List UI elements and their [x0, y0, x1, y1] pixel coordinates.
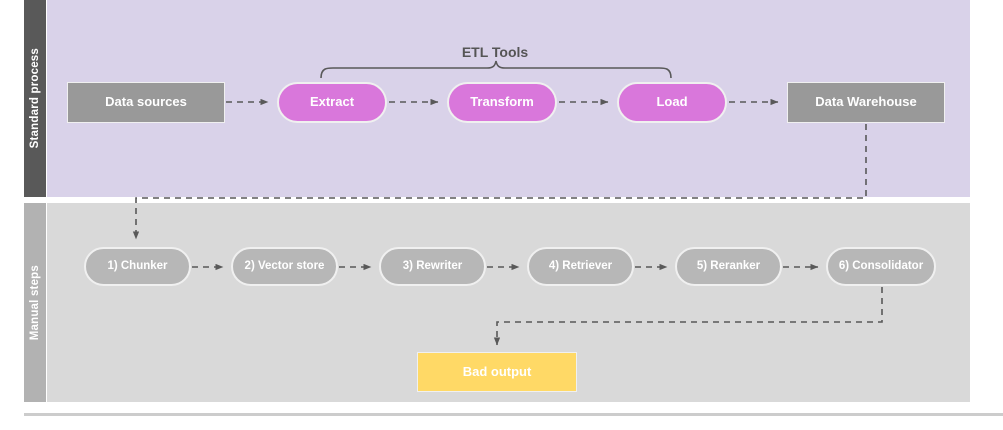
- node-load[interactable]: Load: [617, 82, 727, 123]
- lane-label-manual-steps: Manual steps: [24, 203, 46, 402]
- node-transform[interactable]: Transform: [447, 82, 557, 123]
- node-bad-output[interactable]: Bad output: [417, 352, 577, 392]
- node-consolidator[interactable]: 6) Consolidator: [826, 247, 936, 286]
- node-extract[interactable]: Extract: [277, 82, 387, 123]
- node-chunker[interactable]: 1) Chunker: [84, 247, 191, 286]
- lane-label-manual-steps-text: Manual steps: [29, 264, 41, 341]
- node-vector-store[interactable]: 2) Vector store: [231, 247, 338, 286]
- lane-label-standard-process-text: Standard process: [29, 48, 41, 149]
- node-retriever[interactable]: 4) Retriever: [527, 247, 634, 286]
- bottom-divider: [24, 413, 1003, 416]
- etl-tools-label: ETL Tools: [461, 44, 529, 60]
- node-data-warehouse[interactable]: Data Warehouse: [787, 82, 945, 123]
- node-data-sources[interactable]: Data sources: [67, 82, 225, 123]
- lane-label-standard-process: Standard process: [24, 0, 46, 197]
- node-rewriter[interactable]: 3) Rewriter: [379, 247, 486, 286]
- node-reranker[interactable]: 5) Reranker: [675, 247, 782, 286]
